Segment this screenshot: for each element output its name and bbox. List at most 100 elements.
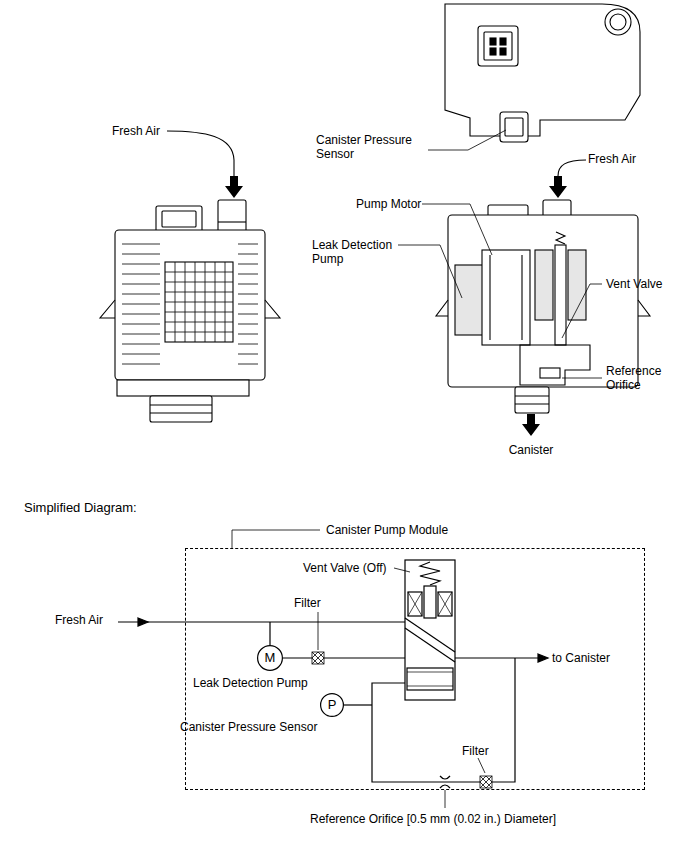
module-cutaway-view (448, 215, 638, 387)
air-inlet-label: Fresh Air (55, 613, 115, 627)
outlet-label: Canister (496, 443, 566, 457)
module-cutaway-view (515, 395, 549, 396)
air-inlet-label: Fresh Air (112, 124, 182, 138)
module-exterior-view (238, 364, 258, 365)
filter-symbol (312, 652, 324, 664)
module-top-view (500, 38, 506, 45)
module-exterior-view (122, 354, 160, 355)
simplified-schematic (420, 562, 440, 585)
simplified-schematic (394, 568, 410, 572)
module-exterior-view (238, 294, 258, 295)
module-exterior-view (225, 176, 243, 198)
outlet-label: to Canister (552, 651, 642, 665)
module-cutaway-view (398, 245, 462, 298)
module-exterior-view (238, 284, 258, 285)
module-exterior-view (238, 344, 258, 345)
part-label: Leak Detection Pump (193, 676, 323, 690)
module-exterior-view (167, 131, 234, 176)
module-exterior-view (165, 302, 233, 303)
module-exterior-view (122, 264, 160, 265)
simplified-schematic (118, 621, 405, 622)
module-cutaway-view (558, 160, 586, 176)
simplified-schematic (138, 618, 148, 626)
module-cutaway-view (520, 345, 590, 385)
simplified-schematic (440, 776, 450, 788)
filter-symbol (480, 776, 492, 788)
air-inlet-label: Fresh Air (588, 152, 658, 166)
simplified-schematic (344, 704, 372, 705)
module-cutaway-view (540, 368, 560, 378)
simplified-schematic (405, 560, 455, 700)
module-exterior-view (150, 412, 212, 413)
module-top-view (445, 4, 640, 136)
part-label: Canister Pressure Sensor (180, 720, 330, 734)
module-exterior-view (265, 300, 280, 318)
module-exterior-view (165, 292, 233, 293)
simplified-schematic (455, 657, 544, 658)
module-cutaway-view (562, 284, 602, 338)
module-exterior-view (238, 244, 258, 245)
part-label: Reference Orifice (606, 364, 676, 392)
simplified-schematic (283, 657, 405, 658)
filter-symbol (480, 776, 492, 788)
part-label: Canister Pressure Sensor (316, 133, 424, 161)
simplified-schematic (478, 758, 485, 773)
module-exterior-view (238, 304, 258, 305)
module-top-view (490, 48, 496, 55)
pressure-sensor-symbol-outline (321, 694, 344, 717)
simplified-schematic (445, 790, 446, 808)
module-exterior-view (238, 324, 258, 325)
module-top-view (500, 48, 506, 55)
module-cutaway-view (515, 387, 549, 413)
module-exterior-view (165, 312, 233, 313)
module-top-view (484, 32, 512, 60)
module-cutaway-view (455, 265, 483, 335)
simplified-schematic (372, 658, 515, 782)
module-top-view (505, 118, 523, 136)
pump-motor-symbol: M (257, 645, 283, 671)
module-exterior-view (165, 322, 233, 323)
pressure-sensor-symbol: P (320, 693, 344, 717)
part-label: Filter (462, 744, 512, 758)
module-exterior-view (238, 334, 258, 335)
pump-motor-symbol-outline (258, 646, 283, 671)
simplified-schematic (405, 618, 455, 652)
module-exterior-view (117, 380, 249, 396)
module-cutaway-view (489, 255, 490, 340)
module-exterior-view (122, 304, 160, 305)
module-exterior-view (238, 254, 258, 255)
simplified-schematic (538, 654, 548, 662)
module-exterior-view (122, 294, 160, 295)
module-exterior-view (150, 396, 212, 422)
module-exterior-view (122, 314, 160, 315)
module-exterior-view (122, 274, 160, 275)
part-label: Vent Valve (Off) (303, 561, 403, 575)
filter-symbol (480, 776, 492, 788)
module-exterior-view (238, 314, 258, 315)
simplified-schematic (232, 530, 320, 548)
module-cutaway-view (515, 403, 549, 404)
module-cutaway-view (555, 245, 566, 345)
module-exterior-view (122, 284, 160, 285)
module-cutaway-view (482, 250, 530, 345)
module-cutaway-view (521, 255, 522, 340)
module-exterior-view (100, 300, 115, 318)
module-exterior-view (165, 332, 233, 333)
simplified-schematic (424, 586, 436, 618)
module-cutaway-view (549, 176, 567, 198)
module-cutaway-view (638, 300, 650, 316)
module-cutaway-view (436, 300, 448, 316)
symbol-letter: M (265, 651, 276, 665)
filter-symbol (312, 652, 492, 788)
module-cutaway-view (422, 204, 492, 255)
module-boundary: Canister Pump ModuleMP (185, 548, 645, 790)
module-exterior-view (165, 262, 233, 342)
module-cutaway-view (522, 414, 540, 436)
module-cutaway-view (535, 250, 553, 320)
simplified-schematic (405, 628, 455, 662)
simplified-schematic (318, 612, 319, 650)
module-exterior-view (218, 221, 246, 222)
module-cutaway-view (398, 160, 650, 436)
module-exterior-view (122, 334, 160, 335)
